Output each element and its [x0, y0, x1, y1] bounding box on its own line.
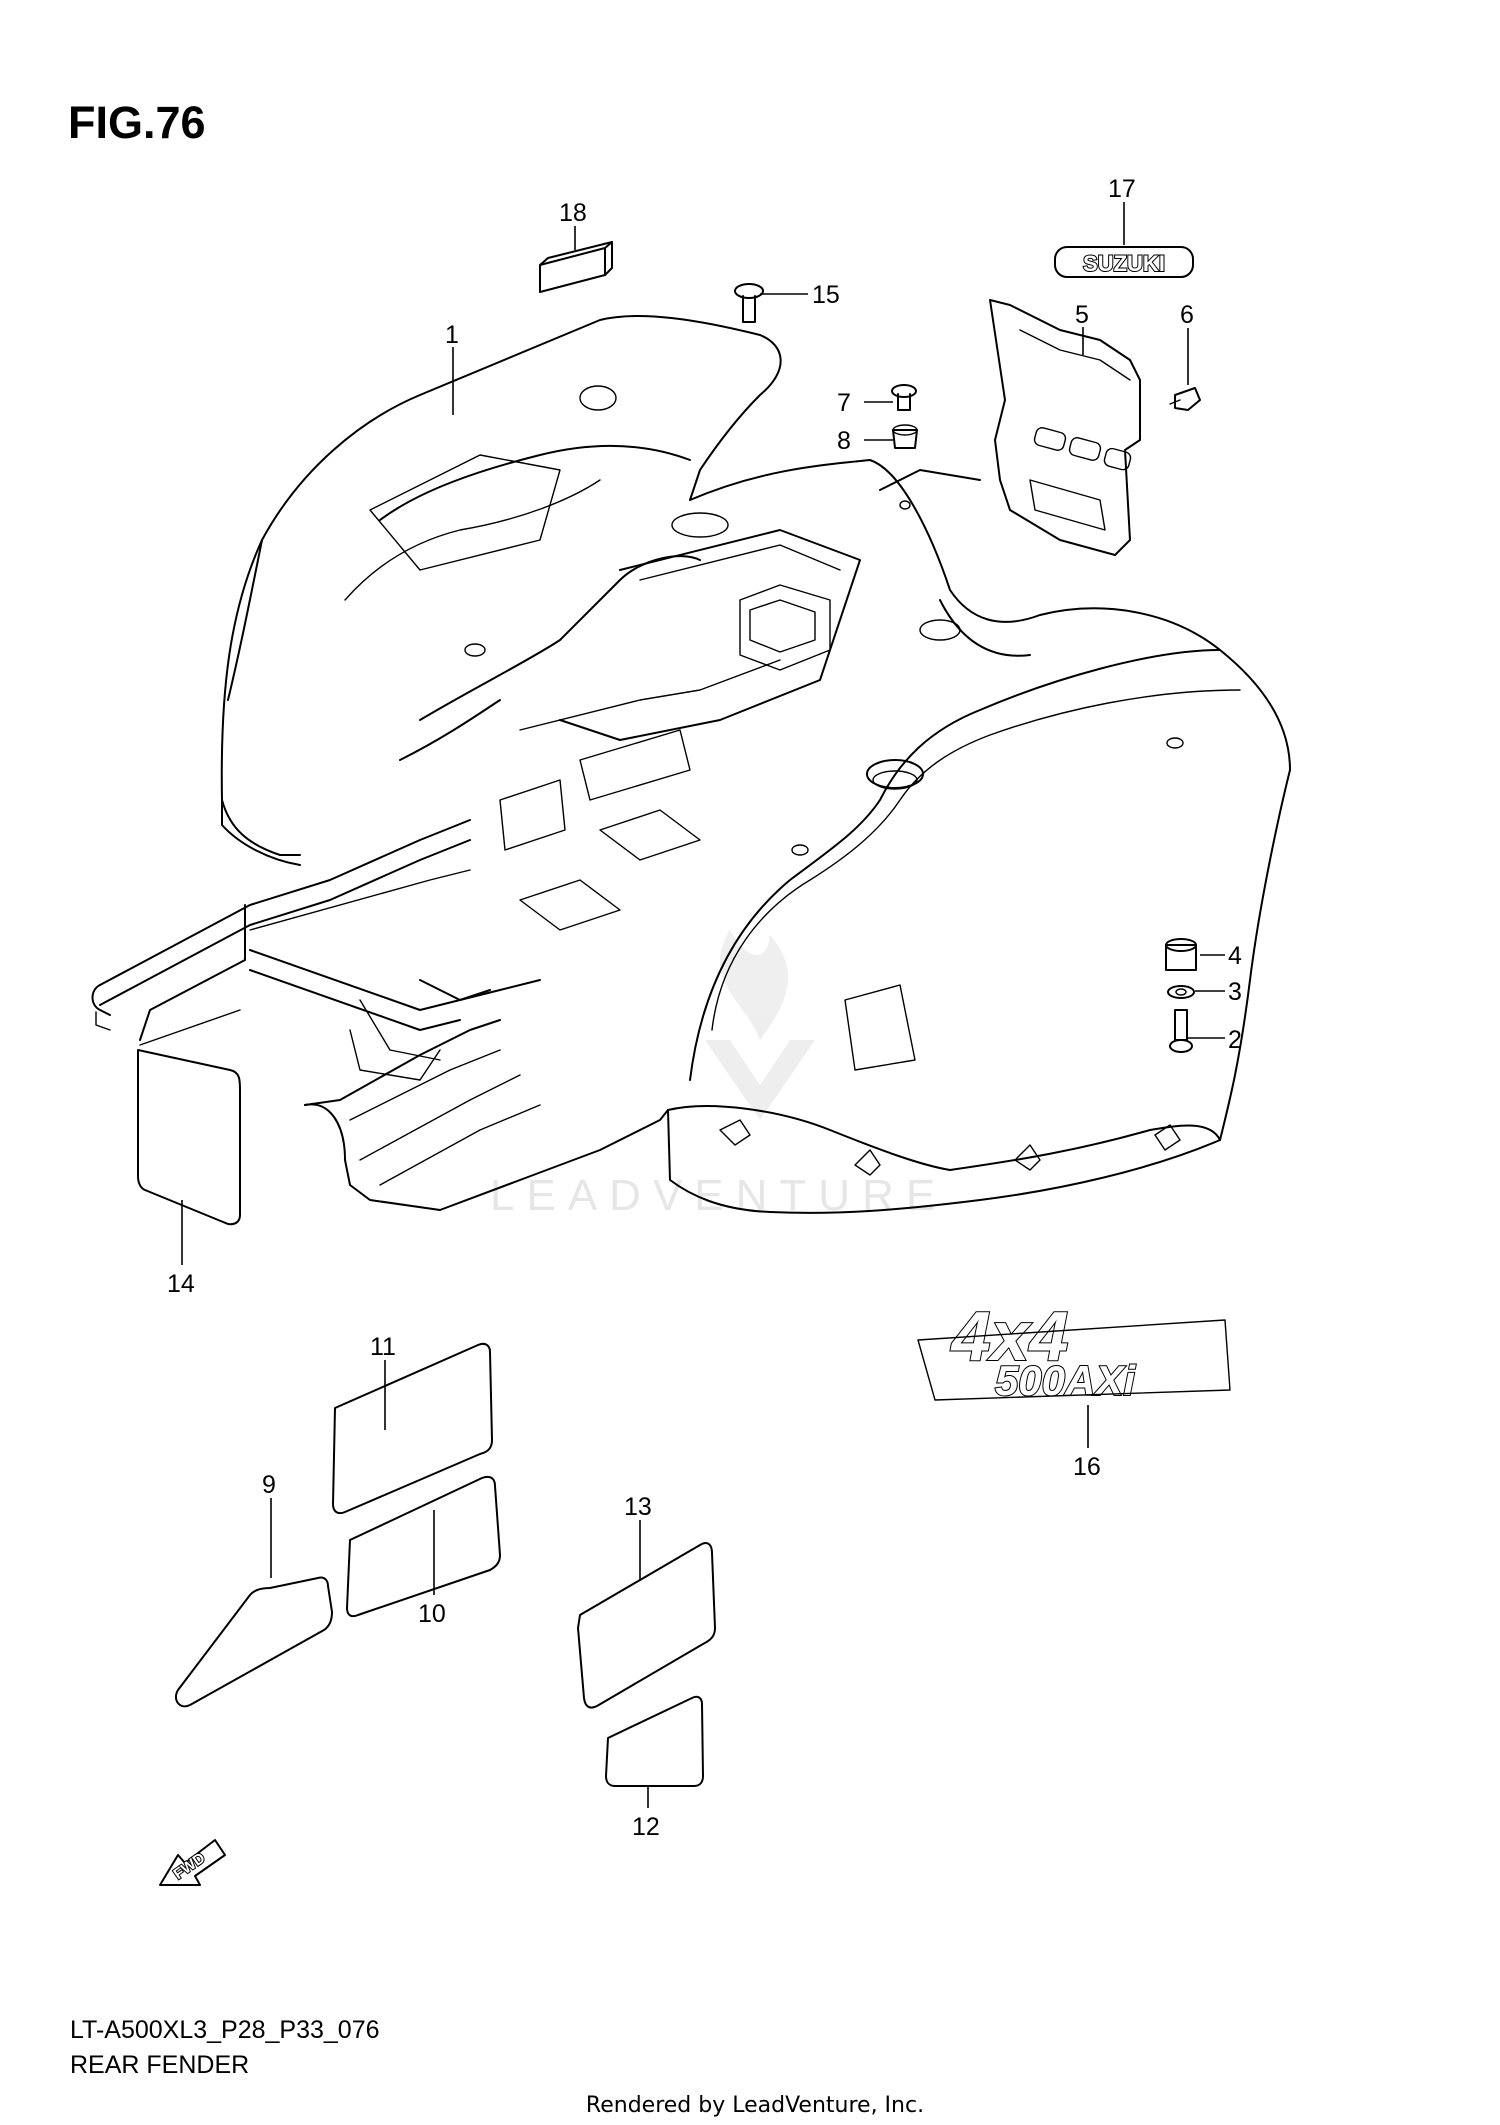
callout-numbers: 1 2 3 4 5 6 7 8 9 10 11 12 13 14 15 16 1…	[167, 175, 1242, 1841]
bolt-part-2	[1169, 1009, 1193, 1053]
tail-light-bracket	[989, 299, 1141, 556]
callout-3: 3	[1228, 978, 1242, 1006]
figure-title: FIG.76	[68, 97, 206, 148]
callout-8: 8	[837, 427, 851, 455]
decal-part-12	[605, 1695, 704, 1787]
leader-lines	[181, 202, 1225, 1808]
leadventure-watermark: LEADVENTURE	[490, 930, 947, 1220]
callout-7: 7	[837, 389, 851, 417]
decal-part-10	[346, 1475, 501, 1618]
callout-1: 1	[445, 321, 459, 349]
model-emblem-line1: 4x4	[950, 1297, 1069, 1375]
rubber-part-18	[539, 241, 613, 293]
callout-4: 4	[1228, 942, 1242, 970]
callout-18: 18	[559, 199, 587, 227]
section-name-caption: REAR FENDER	[70, 2051, 249, 2079]
callout-11: 11	[370, 1333, 396, 1361]
decal-part-11	[332, 1342, 493, 1515]
forward-direction-arrow: FWD	[159, 1839, 226, 1886]
callout-17: 17	[1108, 175, 1136, 203]
clip-part-6	[1169, 387, 1201, 411]
rendered-by-credit: Rendered by LeadVenture, Inc.	[586, 2093, 924, 2118]
model-code-caption: LT-A500XL3_P28_P33_076	[70, 2016, 380, 2044]
decal-part-14	[137, 1049, 241, 1226]
callout-10: 10	[418, 1600, 446, 1628]
callout-6: 6	[1180, 301, 1194, 329]
callout-12: 12	[632, 1813, 660, 1841]
watermark-text: LEADVENTURE	[490, 1171, 947, 1220]
callout-13: 13	[624, 1493, 652, 1521]
callout-5: 5	[1075, 301, 1089, 329]
callout-16: 16	[1073, 1453, 1101, 1481]
screw-part-7	[891, 384, 917, 411]
callout-14: 14	[167, 1270, 195, 1298]
decal-part-13	[577, 1542, 716, 1709]
callout-9: 9	[262, 1471, 276, 1499]
callout-2: 2	[1228, 1026, 1242, 1054]
cushion-part-4	[1165, 938, 1197, 971]
rear-fender-body	[91, 315, 1291, 1214]
callout-15: 15	[812, 281, 840, 309]
forward-arrow-label: FWD	[171, 1849, 209, 1883]
model-emblem-decal: 4x4 500AXi	[917, 1296, 1231, 1405]
nut-part-8	[892, 424, 918, 449]
washer-part-3	[1167, 985, 1195, 999]
suzuki-emblem-text: SUZUKI	[1083, 251, 1165, 276]
decal-part-9	[174, 1576, 333, 1708]
bolt-part-15	[734, 283, 764, 323]
suzuki-emblem-decal: SUZUKI	[1054, 246, 1194, 278]
